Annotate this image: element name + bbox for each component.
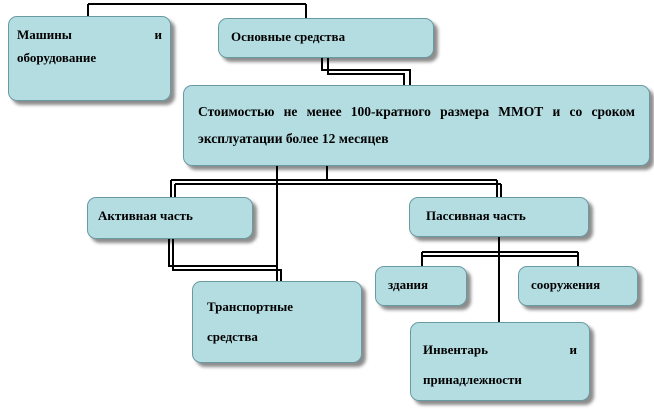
node-buildings: здания bbox=[375, 266, 467, 306]
node-inventory: Инвентарь и принадлежности bbox=[410, 322, 590, 401]
node-structures-label: сооружения bbox=[531, 277, 601, 292]
node-passive-part-label: Пассивная часть bbox=[426, 208, 526, 223]
node-passive-part: Пассивная часть bbox=[409, 197, 589, 237]
node-inventory-label: Инвентарь и принадлежности bbox=[423, 342, 577, 387]
node-active-part: Активная часть bbox=[87, 197, 253, 239]
node-transport-label: Транспортные средства bbox=[207, 299, 294, 344]
node-machines: Машины и оборудование bbox=[8, 16, 171, 101]
connector-active-to-transport-a bbox=[168, 239, 277, 267]
node-fixed-assets-label: Основные средства bbox=[231, 29, 346, 44]
node-transport: Транспортные средства bbox=[192, 281, 362, 363]
node-active-part-label: Активная часть bbox=[98, 208, 193, 223]
node-machines-label: Машины и оборудование bbox=[17, 27, 162, 65]
node-buildings-label: здания bbox=[388, 277, 429, 292]
node-criteria: Стоимостью не менее 100-кратного размера… bbox=[183, 85, 650, 166]
node-criteria-label: Стоимостью не менее 100-кратного размера… bbox=[198, 104, 635, 146]
connector-fixed-to-criteria-b bbox=[327, 58, 405, 85]
node-structures: сооружения bbox=[518, 266, 638, 306]
node-fixed-assets: Основные средства bbox=[218, 18, 434, 58]
connector-fixed-to-criteria-a bbox=[321, 58, 411, 85]
